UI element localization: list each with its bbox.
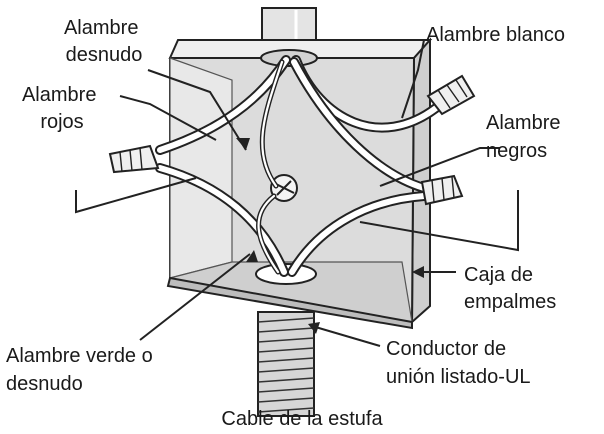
label-black-wires: Alambre negros: [486, 112, 566, 162]
wire-nut-right: [420, 174, 464, 206]
wire-nut-left: [108, 144, 160, 174]
arrowheads: [236, 138, 424, 334]
label-bonding-conductor: Conductor de unión listado-UL: [386, 338, 531, 388]
diagram-caption: Cable de la estufa: [221, 408, 383, 430]
label-white-wire: Alambre blanco: [426, 24, 565, 46]
label-junction-box: Caja de empalmes: [464, 264, 556, 313]
label-red-wires: Alambre rojos: [22, 84, 102, 133]
label-green-wire: Alambre verde o desnudo: [6, 345, 158, 395]
label-bare-wire: Alambre desnudo: [64, 17, 144, 66]
wires: [155, 55, 441, 277]
wire-nut-top-right: [426, 74, 476, 116]
bottom-flex-conduit: [257, 311, 315, 417]
leader-lines: [75, 39, 519, 347]
